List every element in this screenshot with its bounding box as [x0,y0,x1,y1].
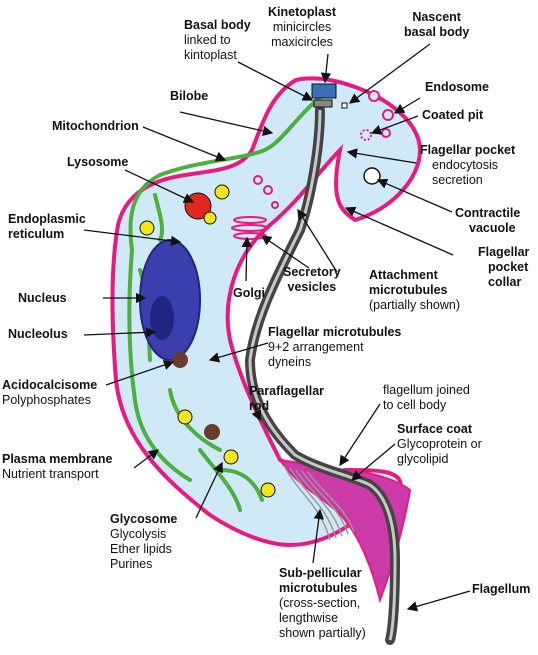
label-nascent-title: Nascent [412,10,461,24]
label-sp-line-2: (cross-section, [279,596,361,610]
label-flagellum-joined: flagellum joined to cell body [383,383,470,413]
label-endosome-title: Endosome [425,80,489,94]
label-kinetoplast: Kinetoplast minicircles maxicircles [268,5,336,50]
leader-lines [83,43,471,612]
label-endoplasmic-reticulum: Endoplasmic reticulum [8,212,86,242]
label-nucleus-title: Nucleus [18,291,67,305]
label-flagellar-pocket-line-2: secretion [432,173,483,187]
label-mitochondrion: Mitochondrion [52,119,139,134]
label-bilobe-title: Bilobe [170,89,209,103]
label-sp-line-4: shown partially) [279,626,366,640]
label-sp-line-3: lengthwise [279,611,339,625]
label-lysosome-title: Lysosome [67,155,129,169]
label-nucleolus: Nucleolus [8,327,68,342]
label-secretory-vesicles: Secretory vesicles [283,265,341,295]
label-fpc-title: Flagellar [478,245,530,259]
label-glycosome-line-3: Purines [110,557,153,571]
contractile-vacuole [363,167,381,185]
label-surface-coat-title: Surface coat [397,422,473,436]
label-joined-line-1: flagellum joined [383,383,470,397]
label-secretory-line-1: vesicles [287,280,337,294]
label-nucleolus-title: Nucleolus [8,327,68,341]
label-glycosome-line-1: Glycolysis [110,527,167,541]
label-fm-title: Flagellar microtubules [268,325,402,339]
label-fm-line-2: dyneins [268,355,312,369]
label-attachment-microtubules: Attachment microtubules (partially shown… [369,268,460,313]
label-flagellum: Flagellum [472,582,530,597]
label-surface-coat-line-1: Glycoprotein or [397,437,482,451]
label-contractile-title: Contractile [455,206,521,220]
label-flagellar-microtubules: Flagellar microtubules 9+2 arrangement d… [268,325,401,370]
label-sub-pellicular: Sub-pellicular microtubules (cross-secti… [279,566,366,641]
label-attachment-line-1: microtubules [369,283,448,297]
label-basal-body-line-2: kintoplast [184,48,237,62]
label-pfr-line-1: rod [249,399,270,413]
label-pm-line-1: Nutrient transport [2,467,99,481]
label-acidocalcisome-line-1: Polyphosphates [2,393,91,407]
label-nucleus: Nucleus [18,291,67,306]
label-surface-coat: Surface coat Glycoprotein or glycolipid [397,422,482,467]
sub-pellicular-microtubules [283,465,355,541]
label-pm-title: Plasma membrane [2,452,113,466]
label-lysosome: Lysosome [67,155,128,170]
nucleus [139,239,201,361]
label-bilobe: Bilobe [170,89,208,104]
secretory-vesicles [253,175,279,209]
label-sp-line-1: microtubules [279,581,358,595]
label-coated-pit: Coated pit [422,108,483,123]
label-surface-coat-line-2: glycolipid [397,452,449,466]
label-secretory-title: Secretory [283,265,341,279]
label-basal-body-title: Basal body [184,18,251,32]
label-nascent-basal-body: Nascent basal body [404,10,469,40]
label-fm-line-1: 9+2 arrangement [268,340,364,354]
label-flagellar-pocket-title: Flagellar pocket [420,143,516,157]
label-contractile-vacuole: Contractile vacuole [455,206,520,236]
kinetoplast [311,83,337,99]
label-basal-body: Basal body linked to kintoplast [184,18,251,63]
endosomes [368,90,394,138]
label-flagellum-title: Flagellum [472,582,531,596]
label-glycosome-title: Glycosome [110,512,178,526]
coated-pit [360,129,372,141]
label-attachment-line-2: (partially shown) [369,298,461,312]
label-attachment-title: Attachment [369,268,438,282]
label-golgi-title: Golgi [233,286,265,300]
label-contractile-line-1: vacuole [469,221,516,235]
acidocalcisomes [172,352,220,440]
label-mitochondrion-title: Mitochondrion [52,119,139,133]
label-kinetoplast-line-1: minicircles [272,20,332,34]
label-basal-body-line-1: linked to [184,33,231,47]
label-golgi: Golgi [233,286,265,301]
label-glycosome-line-2: Ether lipids [110,542,172,556]
label-pfr-title: Paraflagellar [249,384,325,398]
label-fpc-line-2: collar [488,275,522,289]
label-paraflagellar-rod: Paraflagellar rod [249,384,324,414]
glycosomes [139,184,276,498]
label-plasma-membrane: Plasma membrane Nutrient transport [2,452,112,482]
label-endosome: Endosome [425,80,489,95]
label-flagellar-pocket-line-1: endocytosis [432,158,499,172]
label-nascent-line-1: basal body [404,25,470,39]
paraflagellar-rod [248,109,397,641]
label-joined-line-2: to cell body [383,398,447,412]
nucleolus [150,296,174,340]
label-kinetoplast-line-2: maxicircles [271,35,333,49]
label-acidocalcisome-title: Acidocalcisome [2,378,98,392]
basal-body [313,99,333,108]
label-fpc-line-1: pocket [488,260,529,274]
label-er-line-1: reticulum [8,227,65,241]
label-kinetoplast-title: Kinetoplast [268,5,337,19]
label-coated-pit-title: Coated pit [422,108,484,122]
label-glycosome: Glycosome Glycolysis Ether lipids Purine… [110,512,177,572]
label-acidocalcisome: Acidocalcisome Polyphosphates [2,378,97,408]
nascent-basal-body [341,102,348,109]
label-sp-title: Sub-pellicular [279,566,362,580]
label-flagellar-pocket-collar: Flagellar pocket collar [478,245,529,290]
label-er-title: Endoplasmic [8,212,86,226]
label-flagellar-pocket: Flagellar pocket endocytosis secretion [420,143,515,188]
